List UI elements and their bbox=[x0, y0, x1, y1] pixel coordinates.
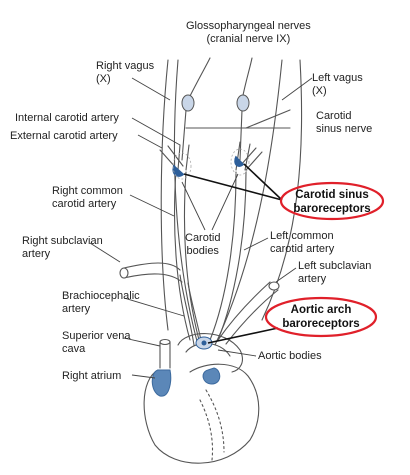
leader-superior-vena-cava bbox=[123, 337, 161, 347]
right-carotid-body bbox=[172, 152, 192, 180]
right-common-carotid-label: Right common carotid artery bbox=[52, 185, 123, 210]
leader-internal-carotid bbox=[131, 117, 181, 146]
superior-vena-cava-vessel bbox=[159, 341, 171, 369]
leader-left-vagus bbox=[281, 77, 313, 101]
aortic-arch-highlight bbox=[264, 296, 378, 338]
aortic-bodies-label: Aortic bodies bbox=[258, 350, 322, 362]
aortic-arch-baroreceptors-label: Aortic arch baroreceptors bbox=[282, 304, 360, 330]
left-common-carotid-label: Left common carotid artery bbox=[270, 230, 335, 255]
left-ganglion bbox=[236, 94, 250, 112]
leader-right-atrium bbox=[131, 374, 156, 379]
heart-inner-lines bbox=[199, 389, 225, 461]
leader-aortic-bodies bbox=[217, 349, 257, 357]
leader-external-carotid bbox=[137, 134, 163, 149]
left-atrial-appendage bbox=[202, 367, 221, 385]
carotid-bodies-label: Carotid bodies bbox=[185, 232, 221, 257]
glossopharyngeal-label: Glossopharyngeal nerves (cranial nerve I… bbox=[186, 20, 311, 45]
leader-right-subclavian bbox=[89, 242, 121, 263]
leader-aortic-arch-baro bbox=[207, 327, 279, 344]
right-subclavian-vessel bbox=[123, 262, 183, 283]
right-atrium-label: Right atrium bbox=[62, 370, 122, 382]
leader-carotid-sinus-baro-left bbox=[243, 163, 283, 201]
leader-carotid-bodies bbox=[181, 173, 239, 231]
left-vagus-label: Left vagus (X) bbox=[312, 72, 363, 97]
internal-carotid-label: Internal carotid artery bbox=[15, 112, 119, 124]
brachiocephalic-label: Brachiocephalic artery bbox=[62, 290, 140, 315]
leader-carotid-sinus-baro-right bbox=[183, 173, 283, 201]
leader-brachiocephalic bbox=[123, 297, 185, 317]
left-subclavian-label: Left subclavian artery bbox=[298, 260, 372, 285]
right-subclavian-label: Right subclavian artery bbox=[22, 235, 103, 260]
right-atrium-shape bbox=[151, 369, 172, 397]
leader-right-vagus bbox=[131, 77, 171, 101]
right-internal-carotid-vessel bbox=[177, 144, 190, 171]
carotid-sinus-nerve-label: Carotid sinus nerve bbox=[316, 110, 373, 135]
external-carotid-label: External carotid artery bbox=[10, 130, 118, 142]
left-carotid-body bbox=[230, 148, 250, 176]
right-vagus-label: Right vagus (X) bbox=[96, 60, 155, 85]
leader-right-common-carotid bbox=[129, 194, 175, 217]
carotid-sinus-nerve-branches bbox=[185, 109, 291, 129]
heart-outline bbox=[143, 363, 260, 464]
neck-outline-left bbox=[160, 59, 169, 331]
leader-left-subclavian bbox=[275, 267, 297, 283]
left-external-carotid-vessel bbox=[239, 147, 263, 171]
carotid-sinus-highlight bbox=[279, 181, 385, 221]
superior-vena-cava-label: Superior vena cava bbox=[62, 330, 131, 355]
left-vagus-nerve bbox=[214, 59, 283, 346]
right-vagus-nerve bbox=[173, 59, 199, 346]
left-carotid-sinus-receptor bbox=[234, 155, 245, 167]
carotid-sinus-baroreceptors-label: Carotid sinus baroreceptors bbox=[293, 189, 371, 215]
right-ganglion bbox=[181, 94, 195, 112]
right-external-carotid-vessel bbox=[159, 145, 184, 169]
leader-left-common-carotid bbox=[243, 237, 269, 251]
aortic-receptor-dot bbox=[201, 340, 207, 346]
